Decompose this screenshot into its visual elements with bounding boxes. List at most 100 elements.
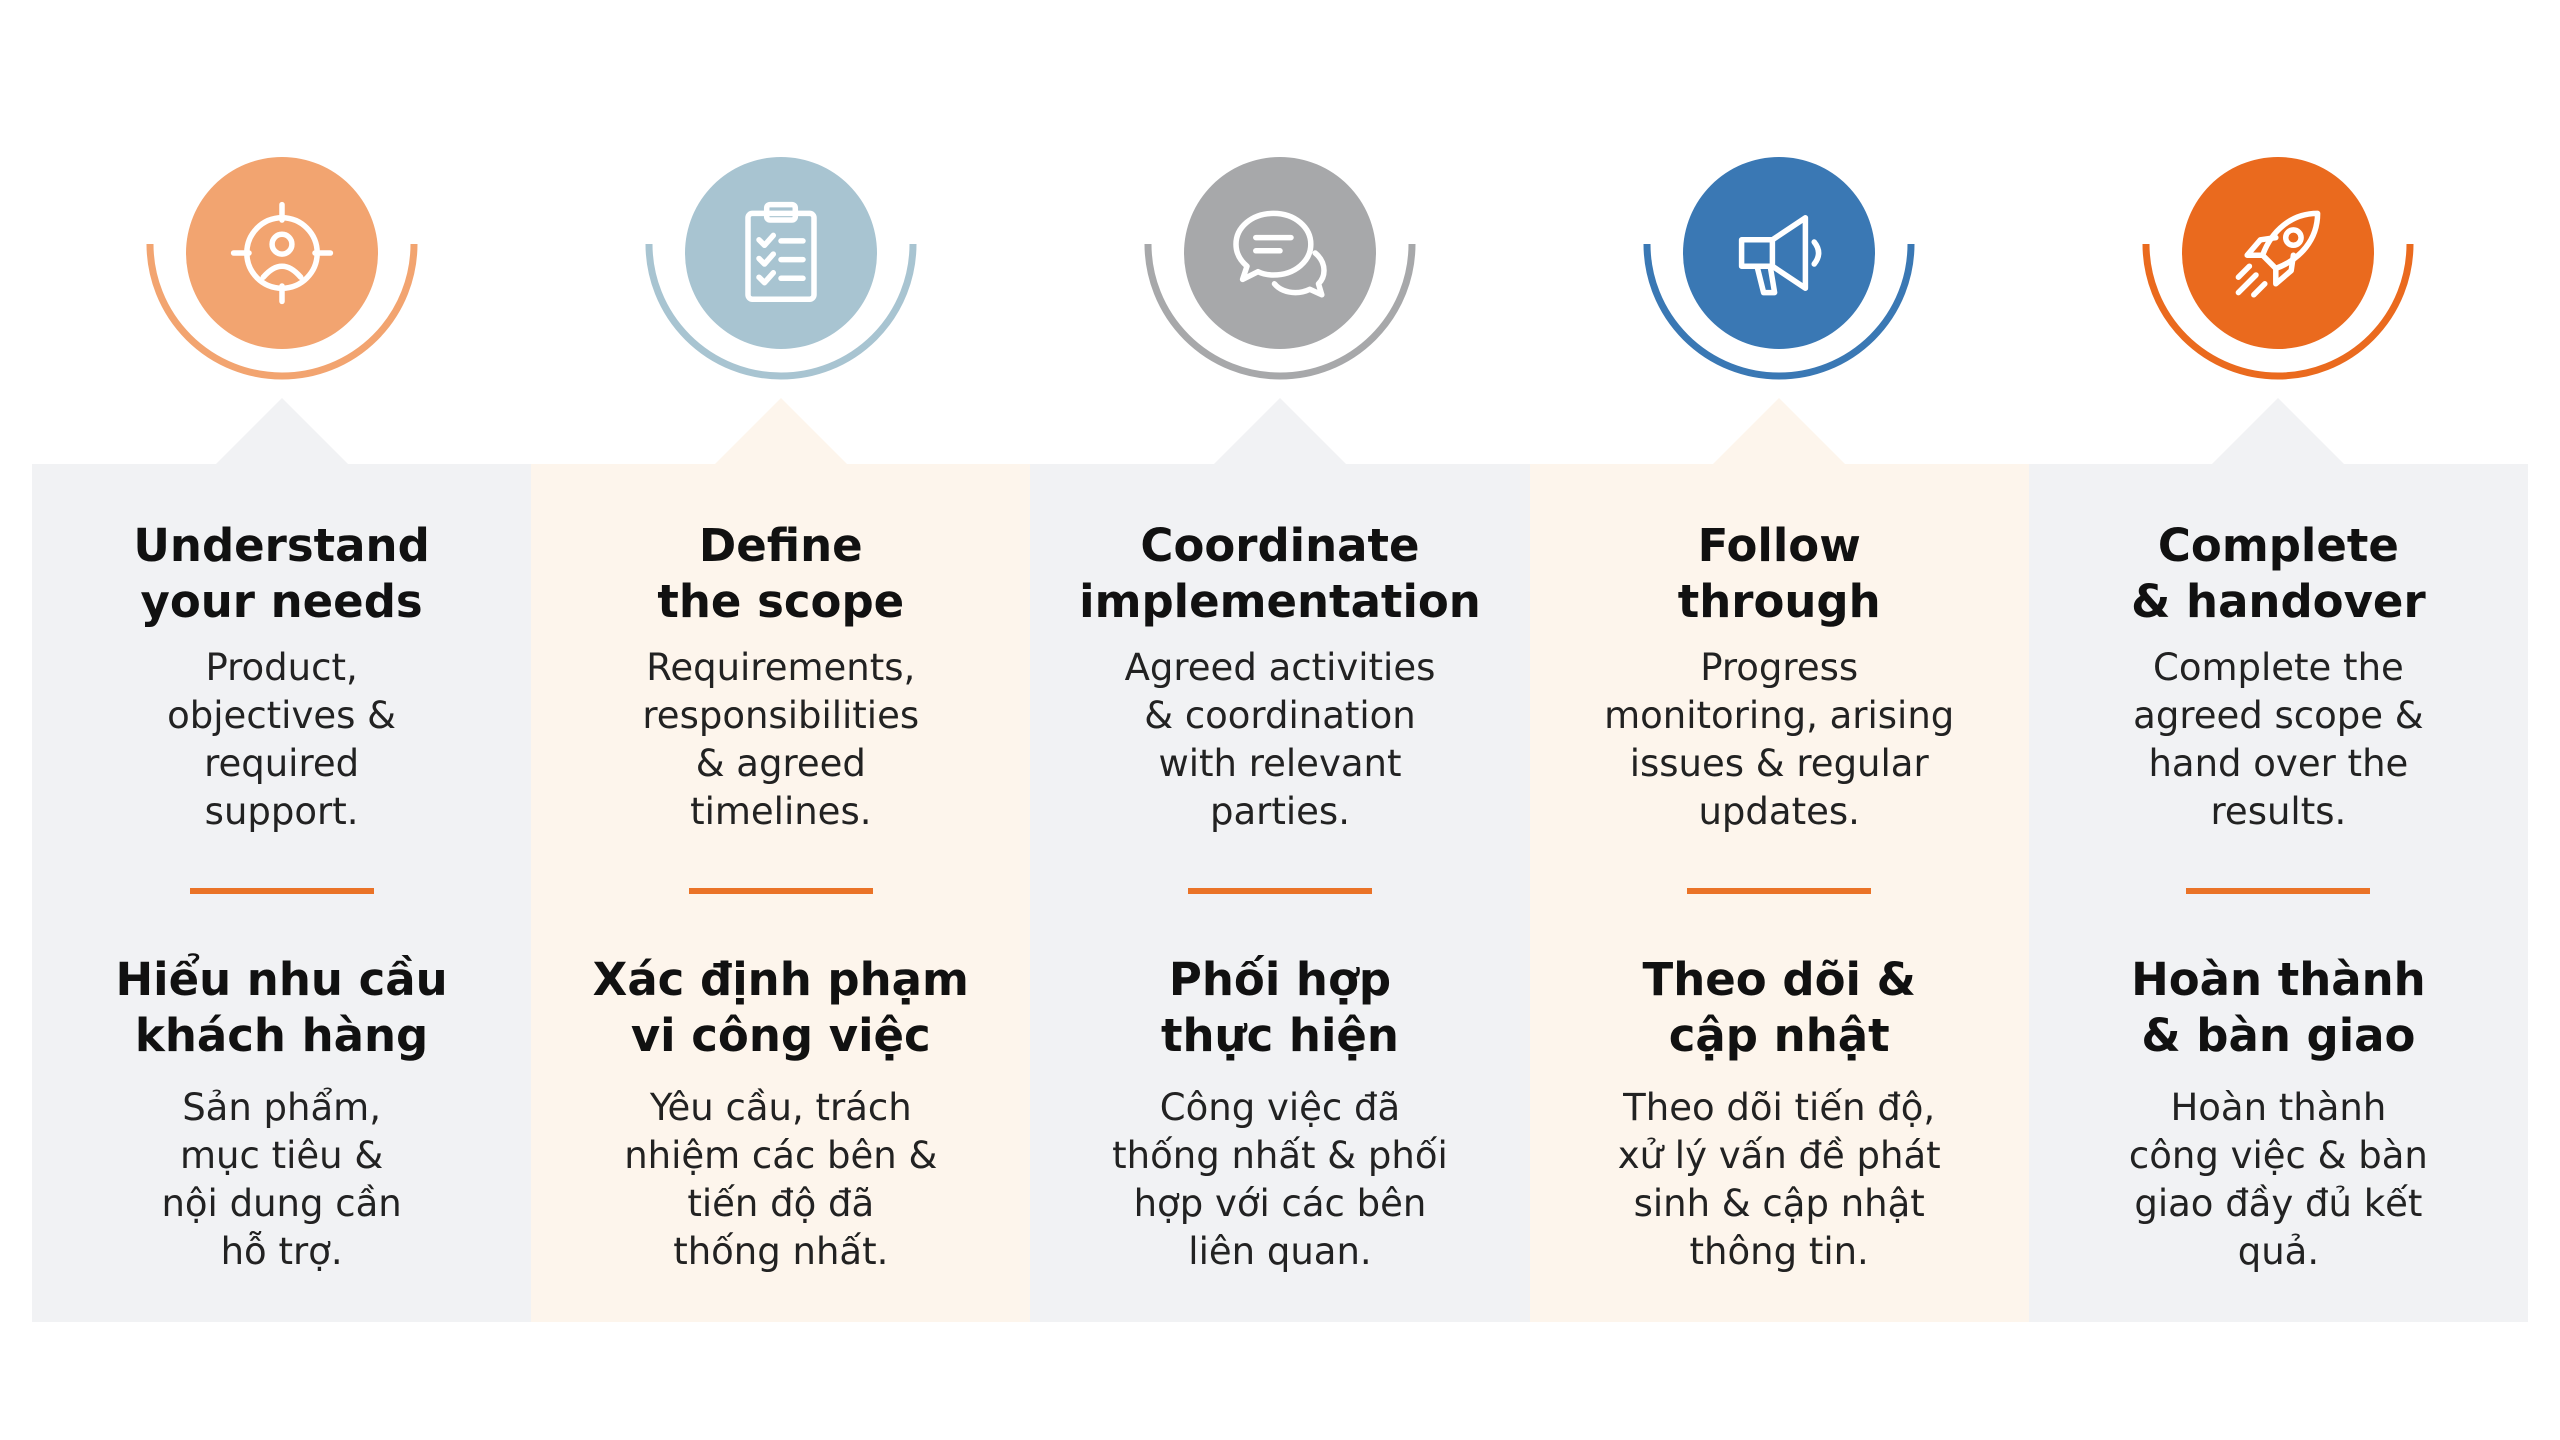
text-line: & agreed — [695, 742, 866, 785]
text-line: the scope — [657, 575, 905, 628]
step-title-en: Complete& handover — [2029, 518, 2528, 630]
text-line: Hoàn thành — [2170, 1086, 2387, 1129]
text-line: objectives & — [167, 694, 397, 737]
arc-ring — [645, 243, 917, 380]
text-line: required — [204, 742, 360, 785]
text-line: updates. — [1698, 790, 1860, 833]
text-line: thực hiện — [1161, 1009, 1399, 1062]
text-line: parties. — [1210, 790, 1350, 833]
pointer-notch — [213, 398, 350, 466]
text-line: Theo dõi & — [1642, 953, 1916, 1006]
target-user-icon — [185, 157, 378, 349]
text-line: tiến độ đã — [687, 1182, 875, 1225]
section-divider — [2186, 888, 2371, 894]
text-line: Hoàn thành — [2131, 953, 2426, 1006]
text-line: quả. — [2237, 1230, 2320, 1273]
arc-ring — [146, 243, 418, 380]
pointer-notch — [2210, 398, 2347, 466]
text-line: timelines. — [690, 790, 872, 833]
text-line: Hiểu nhu cầu — [115, 953, 448, 1006]
step-icon-badge — [2138, 120, 2418, 380]
text-line: Progress — [1700, 646, 1859, 689]
text-line: xử lý vấn đề phát — [1617, 1134, 1941, 1177]
text-line: implementation — [1079, 575, 1481, 628]
text-line: your needs — [140, 575, 423, 628]
text-line: Công việc đã — [1159, 1086, 1401, 1129]
text-line: nội dung cần — [161, 1182, 402, 1225]
text-line: agreed scope & — [2133, 694, 2424, 737]
text-line: support. — [204, 790, 359, 833]
text-line: through — [1677, 575, 1881, 628]
step-icon-badge — [641, 120, 921, 380]
text-line: Complete — [2157, 519, 2399, 572]
section-divider — [1187, 888, 1372, 894]
text-line: issues & regular — [1629, 742, 1929, 785]
step-description-en: Product, objectives & required support. — [62, 644, 501, 836]
text-line: hợp với các bên — [1133, 1182, 1427, 1225]
text-line: Theo dõi tiến độ, — [1623, 1086, 1936, 1129]
text-line: Coordinate — [1140, 519, 1420, 572]
text-line: Sản phẩm, — [182, 1086, 381, 1129]
text-line: with relevant — [1158, 742, 1402, 785]
text-line: khách hàng — [134, 1009, 429, 1062]
rocket-icon — [2182, 157, 2375, 349]
text-line: mục tiêu & — [179, 1134, 384, 1177]
section-divider — [189, 888, 374, 894]
text-line: Yêu cầu, trách — [649, 1086, 912, 1129]
text-line: Phối hợp — [1168, 953, 1392, 1006]
step-description-en: Agreed activities & coordination with rele… — [1060, 644, 1499, 836]
step-title-vi: Theo dõi &cập nhật — [1530, 952, 2029, 1064]
text-line: Xác định phạm — [592, 953, 969, 1006]
text-line: Requirements, — [646, 646, 916, 689]
text-line: monitoring, arising — [1604, 694, 1955, 737]
text-line: thông tin. — [1689, 1230, 1869, 1273]
text-line: hand over the — [2148, 742, 2409, 785]
text-line: & handover — [2131, 575, 2426, 628]
step-icon-badge — [142, 120, 422, 380]
text-line: cập nhật — [1668, 1009, 1890, 1062]
arc-ring — [1643, 243, 1915, 380]
text-line: nhiệm các bên & — [624, 1134, 938, 1177]
step-description-vi: Công việc đã thống nhất & phối hợp với các… — [1060, 1084, 1499, 1276]
text-line: Agreed activities — [1124, 646, 1436, 689]
text-line: liên quan. — [1188, 1230, 1372, 1273]
section-divider — [1687, 888, 1872, 894]
text-line: Understand — [133, 519, 430, 572]
text-line: vi công việc — [630, 1009, 931, 1062]
arc-ring — [2142, 243, 2414, 380]
step-icon-badge — [1639, 120, 1919, 380]
text-line: thống nhất & phối — [1112, 1134, 1448, 1177]
section-divider — [688, 888, 873, 894]
text-line: & coordination — [1144, 694, 1416, 737]
text-line: results. — [2210, 790, 2347, 833]
arc-ring — [1144, 243, 1416, 380]
pointer-notch — [1211, 398, 1348, 466]
text-line: responsibilities — [642, 694, 920, 737]
text-line: Define — [698, 519, 863, 572]
step-icon-badge — [1140, 120, 1420, 380]
text-line: thống nhất. — [673, 1230, 889, 1273]
step-description-vi: Hoàn thành công việc & bàn giao đầy đủ kết… — [2059, 1084, 2498, 1276]
text-line: giao đầy đủ kết — [2134, 1182, 2423, 1225]
text-line: công việc & bàn — [2128, 1134, 2428, 1177]
step-title-vi: Hoàn thành& bàn giao — [2029, 952, 2528, 1064]
text-line: Product, — [205, 646, 358, 689]
text-line: hỗ trợ. — [220, 1230, 343, 1273]
pointer-notch — [1711, 398, 1848, 466]
